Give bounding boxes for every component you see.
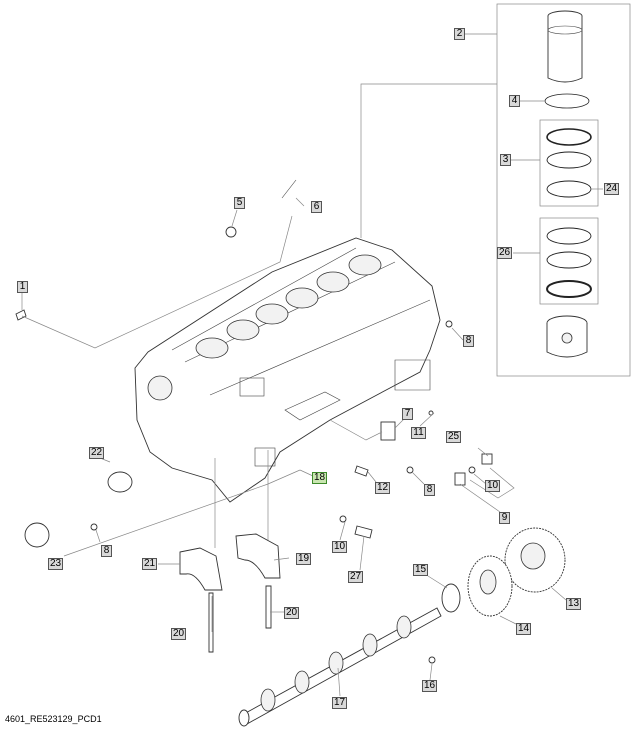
plug-8-top <box>445 320 453 328</box>
plug-5 <box>225 226 237 238</box>
callout-8-top[interactable]: 8 <box>463 335 474 347</box>
callout-2[interactable]: 2 <box>454 28 465 40</box>
pin-6 <box>281 179 297 199</box>
plug-8-left <box>90 523 98 531</box>
ring-26-top <box>546 227 592 245</box>
callout-10-right[interactable]: 10 <box>485 480 501 492</box>
callout-1[interactable]: 1 <box>17 281 28 293</box>
gear-14 <box>467 555 513 617</box>
callout-16[interactable]: 16 <box>422 680 438 692</box>
piston <box>546 315 588 358</box>
ring-26-bottom <box>546 280 592 298</box>
pin-11 <box>428 410 434 416</box>
cylinder-kit-frame <box>496 3 631 377</box>
callout-20-left[interactable]: 20 <box>171 628 187 640</box>
seal-23 <box>24 522 50 548</box>
fitting-9 <box>454 472 466 486</box>
cylinder-liner <box>547 10 583 83</box>
callout-24[interactable]: 24 <box>604 183 620 195</box>
piston-ring-middle <box>546 151 592 169</box>
camshaft-17 <box>238 607 442 727</box>
gear-13 <box>504 527 566 593</box>
callout-8-mid[interactable]: 8 <box>424 484 435 496</box>
washer-10-right <box>468 466 476 474</box>
callout-12[interactable]: 12 <box>375 482 391 494</box>
o-ring-4 <box>544 93 590 109</box>
piston-ring-upper <box>546 128 592 146</box>
callout-26[interactable]: 26 <box>497 247 513 259</box>
callout-14[interactable]: 14 <box>516 623 532 635</box>
callout-21[interactable]: 21 <box>142 558 158 570</box>
callout-20-right[interactable]: 20 <box>284 607 300 619</box>
callout-25[interactable]: 25 <box>446 431 462 443</box>
callout-23[interactable]: 23 <box>48 558 64 570</box>
ring-set-frame-upper <box>539 119 599 207</box>
callout-11[interactable]: 11 <box>411 427 426 439</box>
sensor-7 <box>380 421 396 441</box>
engine-block <box>134 237 441 503</box>
fitting-12 <box>354 465 369 477</box>
pin-16 <box>428 656 436 664</box>
thrust-plate-15 <box>441 583 461 613</box>
cap-screw-20-left <box>208 592 214 653</box>
figure-id-caption: 4601_RE523129_PCD1 <box>5 714 102 724</box>
callout-19[interactable]: 19 <box>296 553 312 565</box>
callout-27[interactable]: 27 <box>348 571 364 583</box>
ring-26-mid <box>546 251 592 269</box>
fitting-1 <box>15 309 27 321</box>
callout-4[interactable]: 4 <box>509 95 520 107</box>
leader-frame-to-block <box>360 83 497 238</box>
callout-3[interactable]: 3 <box>500 154 511 166</box>
washer-10-left <box>339 515 347 523</box>
callout-5[interactable]: 5 <box>234 197 245 209</box>
callout-13[interactable]: 13 <box>566 598 582 610</box>
callout-17[interactable]: 17 <box>332 697 348 709</box>
callout-10-left[interactable]: 10 <box>332 541 348 553</box>
callout-18-highlighted[interactable]: 18 <box>312 472 328 484</box>
bearing-cap-19 <box>235 533 281 579</box>
cap-screw-20-right <box>265 585 272 629</box>
leader-lines <box>21 33 603 697</box>
callout-9[interactable]: 9 <box>499 512 510 524</box>
callout-8-left[interactable]: 8 <box>101 545 112 557</box>
callout-15[interactable]: 15 <box>413 564 429 576</box>
callout-7[interactable]: 7 <box>402 408 413 420</box>
fitting-27 <box>354 525 373 539</box>
ring-set-frame-lower <box>539 217 599 305</box>
callout-22[interactable]: 22 <box>89 447 105 459</box>
fitting-25 <box>481 453 493 465</box>
bushing-22 <box>107 471 133 493</box>
callout-6[interactable]: 6 <box>311 201 322 213</box>
piston-ring-lower <box>546 180 592 198</box>
bearing-cap-21 <box>179 547 223 591</box>
plug-8-mid <box>406 466 414 474</box>
